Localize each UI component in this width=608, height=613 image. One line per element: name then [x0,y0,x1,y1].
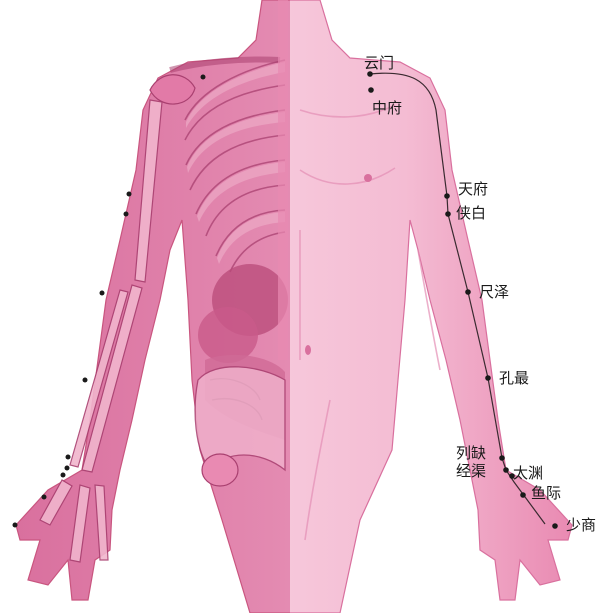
acupoint-label: 中府 [372,99,402,117]
acupoint-marker [61,473,66,478]
navel [305,345,311,355]
acupoint-label: 侠白 [456,204,486,222]
acupoint-marker [201,75,206,80]
acupoint-label: 经渠 [456,462,486,480]
acupoint-marker [13,523,18,528]
nipple [364,174,372,182]
acupoint-label: 鱼际 [531,484,561,502]
acupoint-marker [83,378,88,383]
acupoint-marker [100,291,105,296]
acupoint-marker [66,455,71,460]
acupoint-label: 太渊 [513,464,543,482]
acupoint-marker [42,495,47,500]
acupoint-label: 天府 [458,180,488,198]
hip-joint [202,454,238,486]
acupoint-label: 云门 [364,54,394,72]
acupoint-marker [124,212,129,217]
acupoint-dot [368,87,374,93]
acupoint-dot [552,523,558,529]
acupoint-label: 尺泽 [479,283,509,301]
acupoint-taiyuan: 太渊 [509,464,543,482]
pelvis [195,367,285,470]
acupoint-dot [499,455,505,461]
acupoint-dot [503,467,509,473]
acupoint-dot [465,289,471,295]
acupoint-label: 列缺 [456,444,486,462]
acupoint-dot [485,375,491,381]
acupoint-dot [445,211,451,217]
acupoint-marker [127,192,132,197]
acupoint-label: 少商 [566,516,596,534]
acupoint-dot [367,71,373,77]
body-silhouette [16,0,572,613]
acupoint-marker [65,466,70,471]
acupoint-dot [520,492,526,498]
acupoint-dot [444,193,450,199]
acupoint-label: 孔最 [499,369,529,387]
